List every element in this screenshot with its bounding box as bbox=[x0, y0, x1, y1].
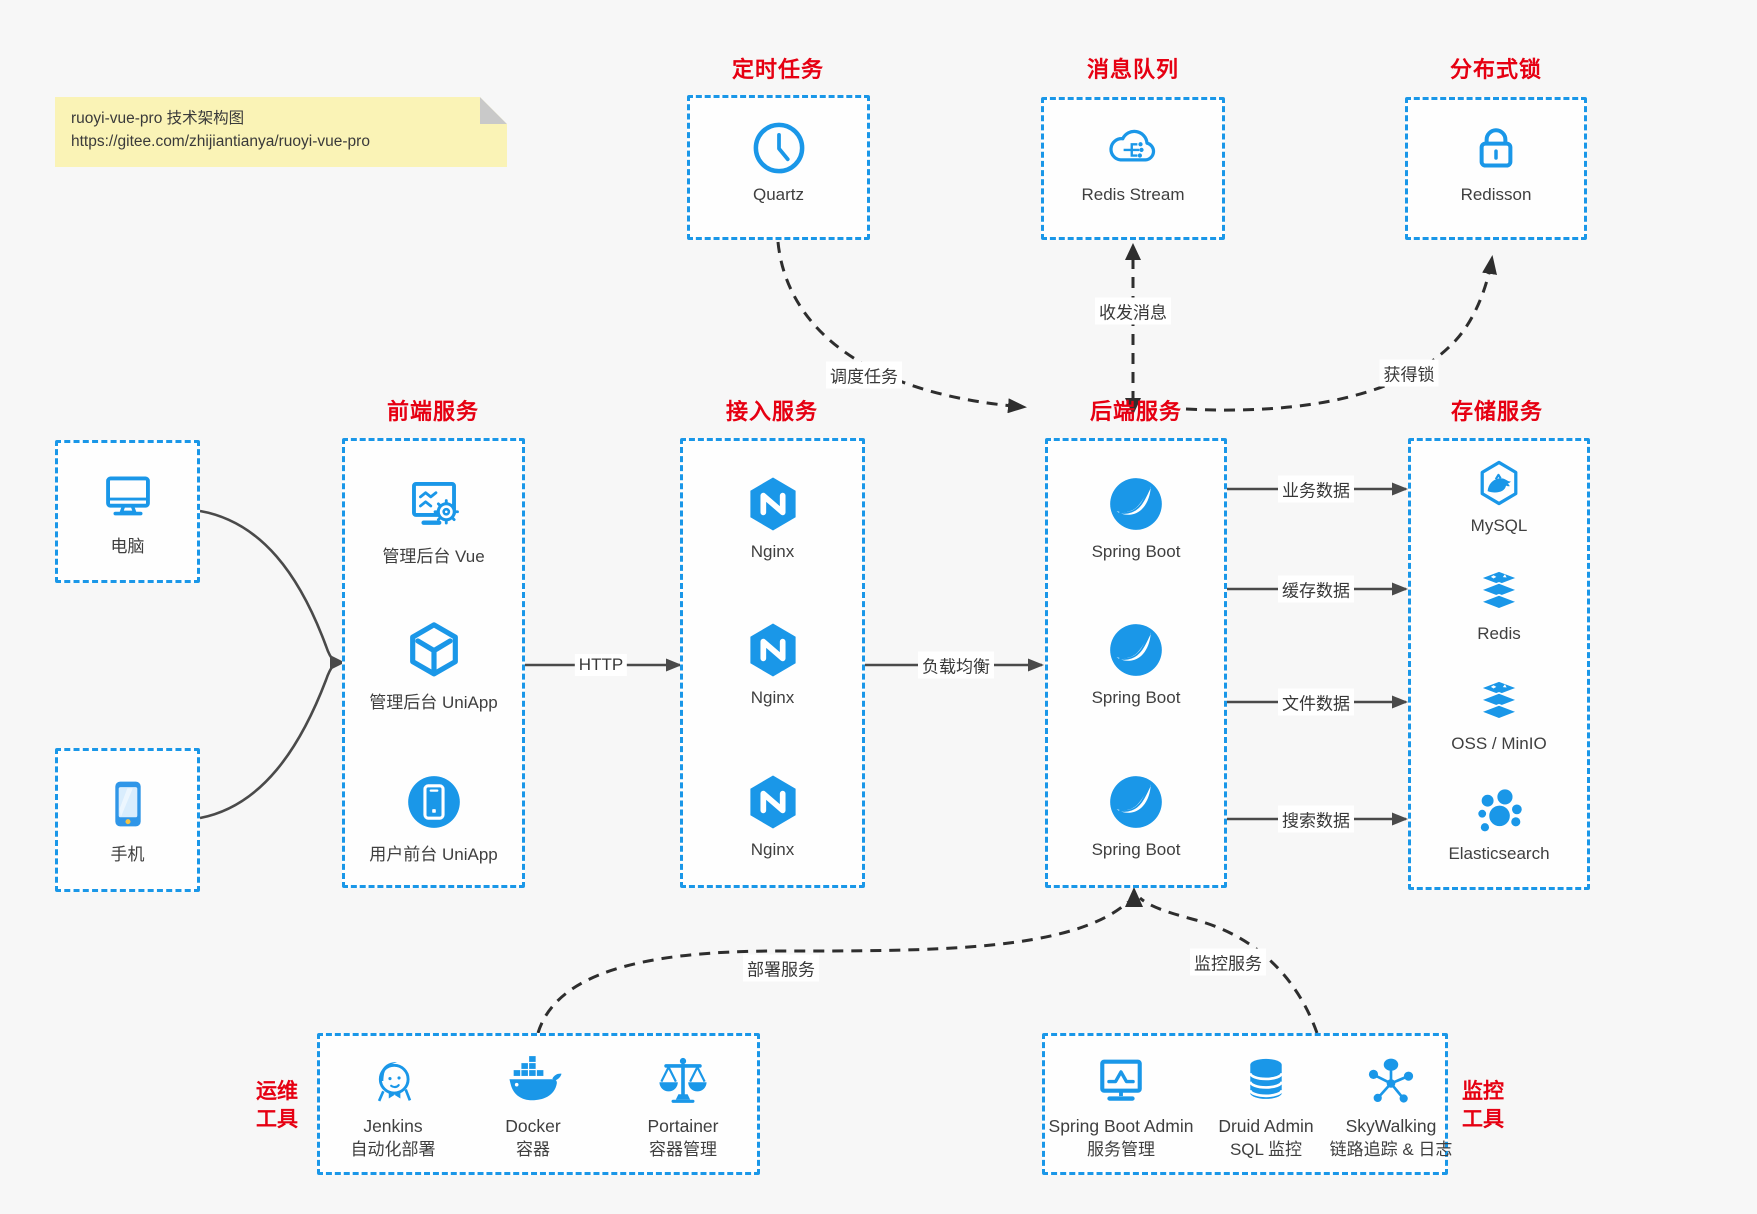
note-title: ruoyi-vue-pro 技术架构图 bbox=[71, 110, 245, 127]
edge-label-file-data: 文件数据 bbox=[1278, 688, 1354, 716]
database-icon bbox=[1237, 1052, 1295, 1110]
edge-label-search-data: 搜索数据 bbox=[1278, 805, 1354, 833]
group-title-storage: 存储服务 bbox=[1450, 399, 1544, 424]
tool-name: Spring Boot Admin bbox=[1048, 1116, 1194, 1136]
nginx-icon bbox=[742, 473, 804, 535]
item-label: OSS / MinIO bbox=[1451, 734, 1547, 753]
monitor-title-line1: 监控 bbox=[1462, 1080, 1504, 1103]
edge-label-load-balance: 负载均衡 bbox=[918, 651, 994, 679]
spring-boot-icon bbox=[1105, 473, 1167, 535]
mobile-icon bbox=[99, 775, 157, 833]
item-label: Spring Boot bbox=[1091, 840, 1181, 859]
group-title-message-queue: 消息队列 bbox=[1086, 57, 1180, 82]
arrowhead-into-backend bbox=[1125, 887, 1143, 907]
scales-icon bbox=[654, 1052, 712, 1110]
uniapp-cube-icon bbox=[403, 619, 465, 681]
item-label: Nginx bbox=[750, 542, 795, 561]
item-label: Quartz bbox=[752, 185, 805, 204]
pc-client-box: 电脑 bbox=[55, 440, 200, 583]
monitor-title-line2: 工具 bbox=[1462, 1108, 1504, 1131]
monitor-chart-icon bbox=[1092, 1052, 1150, 1110]
elasticsearch-icon bbox=[1473, 785, 1525, 837]
edge-acquire-lock bbox=[1185, 255, 1497, 412]
item-label: 用户前台 UniApp bbox=[369, 845, 498, 864]
storage-box: MySQL Redis OSS / MinIO Elasticsearch bbox=[1408, 438, 1590, 890]
monitor-tools-box: Spring Boot Admin 服务管理 Druid Admin SQL 监… bbox=[1042, 1033, 1452, 1175]
lock-icon bbox=[1466, 118, 1526, 178]
edge-label-http: HTTP bbox=[574, 654, 628, 676]
mysql-icon bbox=[1473, 457, 1525, 509]
edge-label-deploy-service: 部署服务 bbox=[743, 954, 819, 982]
edge-deploy-service bbox=[536, 900, 1129, 1034]
topology-icon bbox=[1362, 1052, 1420, 1110]
frontend-box: 管理后台 Vue 管理后台 UniApp 用户前台 UniApp bbox=[342, 438, 525, 888]
client-label: 电脑 bbox=[110, 537, 145, 556]
tool-desc: 容器管理 bbox=[649, 1140, 717, 1159]
gateway-box: Nginx Nginx Nginx bbox=[680, 438, 865, 888]
edge-label-cache-data: 缓存数据 bbox=[1278, 575, 1354, 603]
desktop-icon bbox=[99, 467, 157, 525]
ops-title-line2: 工具 bbox=[256, 1108, 298, 1131]
item-label: MySQL bbox=[1470, 516, 1528, 535]
tool-desc: 容器 bbox=[516, 1140, 550, 1159]
arrowhead-message-up bbox=[1125, 243, 1141, 260]
jenkins-icon bbox=[364, 1052, 422, 1110]
ops-tools-box: Jenkins 自动化部署 Docker 容器 Portainer 容器管理 bbox=[317, 1033, 760, 1175]
message-queue-box: Redis Stream bbox=[1041, 97, 1225, 240]
ops-title-line1: 运维 bbox=[256, 1080, 298, 1103]
mobile-client-box: 手机 bbox=[55, 748, 200, 892]
edge-pc-to-frontend bbox=[199, 509, 335, 662]
edge-label-monitor-service: 监控服务 bbox=[1190, 948, 1266, 976]
nginx-icon bbox=[742, 619, 804, 681]
client-label: 手机 bbox=[110, 845, 145, 864]
tool-name: Druid Admin bbox=[1218, 1116, 1314, 1136]
tool-name: Portainer bbox=[647, 1116, 719, 1136]
note-url: https://gitee.com/zhijiantianya/ruoyi-vu… bbox=[71, 133, 370, 150]
tool-desc: SQL 监控 bbox=[1229, 1140, 1303, 1159]
group-title-distributed-lock: 分布式锁 bbox=[1449, 57, 1543, 82]
item-label: Redis Stream bbox=[1081, 185, 1185, 204]
item-label: Redisson bbox=[1460, 185, 1532, 204]
distributed-lock-box: Redisson bbox=[1405, 97, 1587, 240]
sticky-note: ruoyi-vue-pro 技术架构图 https://gitee.com/zh… bbox=[55, 97, 507, 167]
cloud-stream-icon bbox=[1103, 118, 1163, 178]
edge-label-schedule-task: 调度任务 bbox=[826, 361, 902, 389]
tool-desc: 链路追踪 & 日志 bbox=[1329, 1140, 1453, 1159]
item-label: Nginx bbox=[750, 688, 795, 707]
docker-whale-icon bbox=[504, 1052, 562, 1110]
group-title-scheduled-task: 定时任务 bbox=[731, 57, 825, 82]
user-app-icon bbox=[403, 771, 465, 833]
scheduled-task-box: Quartz bbox=[687, 95, 870, 240]
tool-desc: 自动化部署 bbox=[350, 1140, 436, 1159]
tool-name: Docker bbox=[505, 1116, 561, 1136]
backend-box: Spring Boot Spring Boot Spring Boot bbox=[1045, 438, 1227, 888]
item-label: 管理后台 Vue bbox=[382, 547, 485, 566]
group-title-backend: 后端服务 bbox=[1089, 399, 1183, 424]
group-title-frontend: 前端服务 bbox=[386, 399, 480, 424]
tool-name: SkyWalking bbox=[1345, 1116, 1437, 1136]
admin-vue-icon bbox=[403, 473, 465, 535]
group-title-gateway: 接入服务 bbox=[725, 399, 819, 424]
tool-name: Jenkins bbox=[363, 1116, 423, 1136]
edge-label-business-data: 业务数据 bbox=[1278, 475, 1354, 503]
edge-phone-to-frontend bbox=[199, 663, 336, 820]
item-label: Spring Boot bbox=[1091, 542, 1181, 561]
spring-boot-icon bbox=[1105, 619, 1167, 681]
group-title-monitor-tools: 监控 工具 bbox=[1456, 1078, 1510, 1134]
item-label: 管理后台 UniApp bbox=[369, 693, 498, 712]
item-label: Elasticsearch bbox=[1448, 844, 1550, 863]
item-label: Spring Boot bbox=[1091, 688, 1181, 707]
tool-desc: 服务管理 bbox=[1087, 1140, 1155, 1159]
edge-label-send-receive-message: 收发消息 bbox=[1095, 297, 1171, 325]
clock-icon bbox=[749, 118, 809, 178]
storage-stack-icon bbox=[1473, 675, 1525, 727]
group-title-ops-tools: 运维 工具 bbox=[250, 1078, 304, 1134]
item-label: Redis bbox=[1477, 624, 1521, 643]
nginx-icon bbox=[742, 771, 804, 833]
redis-stack-icon bbox=[1473, 565, 1525, 617]
sticky-note-fold bbox=[480, 97, 507, 124]
edge-label-acquire-lock: 获得锁 bbox=[1379, 359, 1439, 387]
item-label: Nginx bbox=[750, 840, 795, 859]
spring-boot-icon bbox=[1105, 771, 1167, 833]
